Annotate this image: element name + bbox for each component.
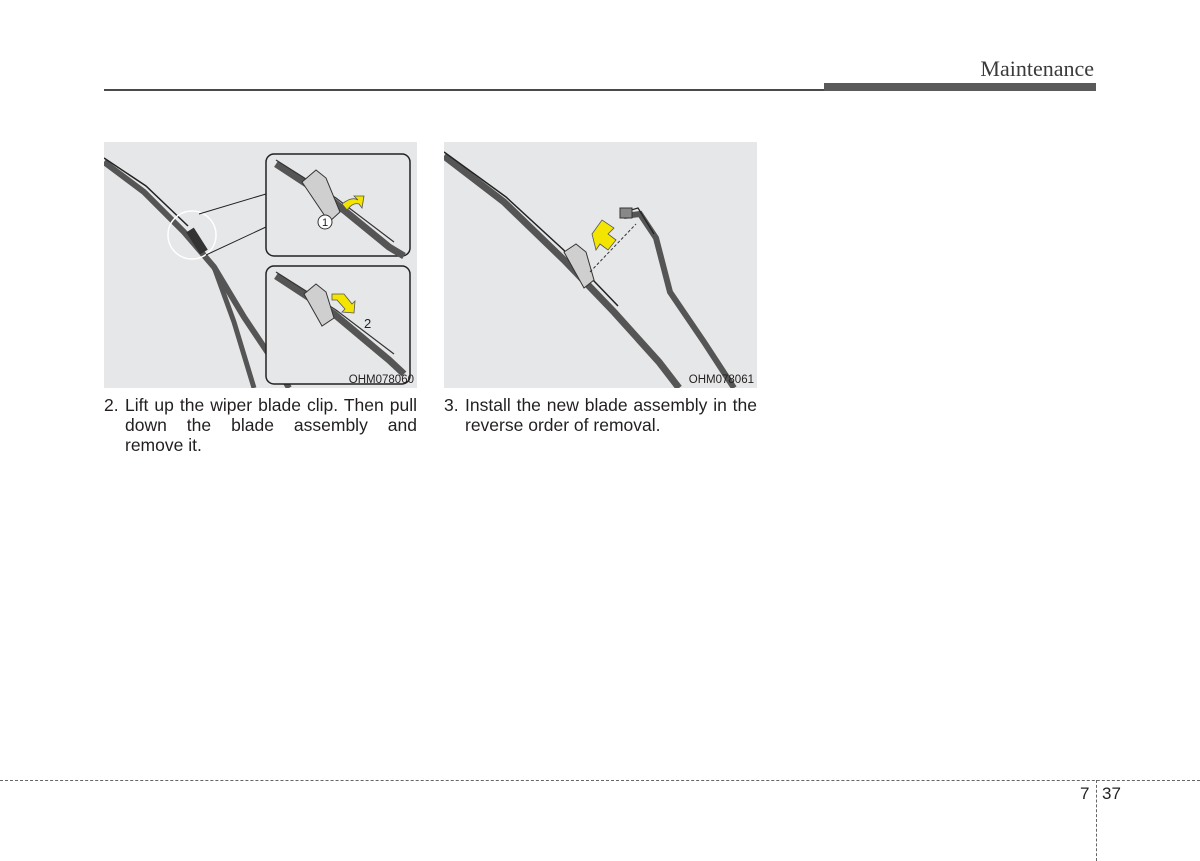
step-text: Lift up the wiper blade clip. Then pull … [125,395,417,455]
step-number: 3. [444,395,459,415]
footer-rule [0,780,1200,781]
header-accent-bar [824,83,1096,91]
figure-remove-blade: 1 2 OHM078060 [104,142,417,388]
step-2: 2. Lift up the wiper blade clip. Then pu… [104,395,417,455]
header-rule [104,89,824,91]
wiper-removal-illustration: 1 2 [104,153,411,388]
callout-2: 2 [364,316,371,331]
page-number: 37 [1102,784,1121,803]
footer-divider [1096,780,1097,861]
figure-install-blade: OHM078061 [444,142,757,388]
step-3: 3. Install the new blade assembly in the… [444,395,757,435]
section-title: Maintenance [980,56,1094,81]
step-number: 2. [104,395,119,415]
figure-code: OHM078061 [688,374,754,386]
wiper-install-illustration [444,151,737,388]
step-text: Install the new blade assembly in the re… [465,395,757,435]
figure-code: OHM078060 [348,374,414,386]
callout-1: 1 [322,217,328,229]
chapter-number: 7 [1080,784,1090,803]
